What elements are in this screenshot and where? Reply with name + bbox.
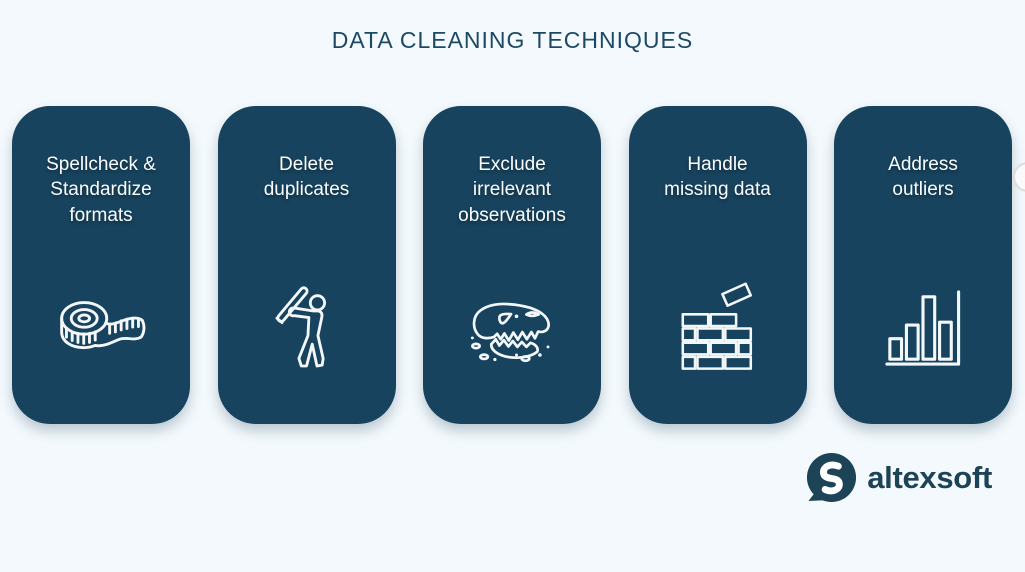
- card-address-outliers: Address outliers: [834, 106, 1012, 424]
- bar-chart-icon: [834, 278, 1012, 378]
- altexsoft-logo-icon: [805, 451, 858, 504]
- card-label: Address outliers: [888, 154, 958, 201]
- edge-nav-button[interactable]: [1013, 162, 1025, 192]
- brick-wall-icon: [629, 278, 807, 378]
- card-label: Delete duplicates: [263, 154, 350, 201]
- card-label: Exclude irrelevant observations: [458, 154, 566, 226]
- card-handle-missing-data: Handle missing data: [628, 106, 807, 424]
- card-label: Handle missing data: [664, 154, 771, 201]
- card-delete-duplicates: Delete duplicates: [217, 106, 396, 424]
- measuring-tape-icon: [12, 278, 190, 378]
- brand-logo: altexsoft: [805, 451, 992, 504]
- brand-name: altexsoft: [867, 459, 992, 495]
- card-label: Spellcheck & Standardize formats: [46, 154, 156, 226]
- baseball-batter-icon: [218, 278, 396, 378]
- dinosaur-skull-icon: [423, 278, 601, 378]
- page-title: DATA CLEANING TECHNIQUES: [331, 27, 694, 53]
- card-row: Spellcheck & Standardize formats: [12, 106, 1012, 424]
- card-spellcheck-standardize: Spellcheck & Standardize formats: [12, 106, 190, 424]
- card-exclude-irrelevant: Exclude irrelevant observations: [423, 106, 601, 424]
